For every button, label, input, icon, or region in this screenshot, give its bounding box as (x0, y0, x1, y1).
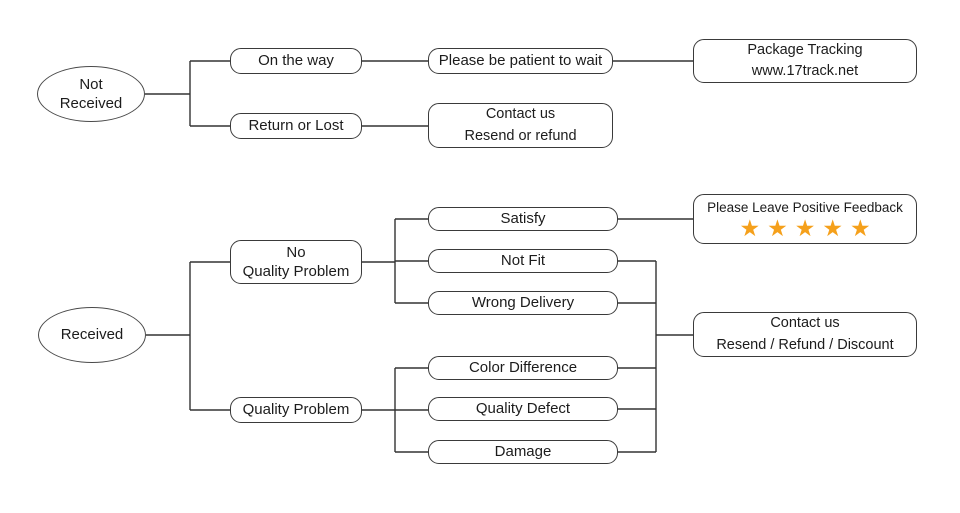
node-package-tracking: Package Tracking www.17track.net (693, 39, 917, 83)
star-rating: ★★★★★ (732, 214, 878, 241)
star-icon: ★ (739, 214, 768, 241)
node-return-or-lost-label: Return or Lost (248, 117, 344, 135)
node-contact-resend-refund-discount-label: Contact us Resend / Refund / Discount (716, 315, 894, 353)
node-damage-label: Damage (494, 443, 552, 461)
node-be-patient-label: Please be patient to wait (438, 52, 603, 70)
node-positive-feedback: Please Leave Positive Feedback ★★★★★ (693, 194, 917, 244)
node-received: Received (38, 307, 146, 363)
node-package-tracking-label: Package Tracking www.17track.net (747, 41, 863, 79)
node-damage: Damage (428, 440, 618, 464)
node-no-quality-problem: No Quality Problem (230, 240, 362, 284)
node-be-patient: Please be patient to wait (428, 48, 613, 74)
node-not-received-label: Not Received (59, 75, 123, 113)
node-satisfy-label: Satisfy (500, 210, 546, 228)
node-quality-defect-label: Quality Defect (475, 400, 571, 418)
node-contact-resend-refund: Contact us Resend or refund (428, 103, 613, 148)
node-return-or-lost: Return or Lost (230, 113, 362, 139)
node-wrong-delivery-label: Wrong Delivery (471, 294, 575, 312)
node-positive-feedback-label: Please Leave Positive Feedback (707, 200, 903, 216)
node-on-the-way: On the way (230, 48, 362, 74)
node-color-difference: Color Difference (428, 356, 618, 380)
node-contact-resend-refund-discount: Contact us Resend / Refund / Discount (693, 312, 917, 357)
node-not-fit: Not Fit (428, 249, 618, 273)
node-quality-problem-label: Quality Problem (242, 401, 350, 419)
node-satisfy: Satisfy (428, 207, 618, 231)
star-icon: ★ (794, 214, 823, 241)
node-not-received: Not Received (37, 66, 145, 122)
star-icon: ★ (849, 214, 878, 241)
node-quality-problem: Quality Problem (230, 397, 362, 423)
star-icon: ★ (822, 214, 850, 241)
node-color-difference-label: Color Difference (468, 359, 578, 377)
node-no-quality-problem-label: No Quality Problem (242, 243, 350, 281)
node-not-fit-label: Not Fit (500, 252, 546, 270)
node-received-label: Received (60, 326, 124, 344)
node-on-the-way-label: On the way (258, 52, 334, 70)
node-quality-defect: Quality Defect (428, 397, 618, 421)
node-wrong-delivery: Wrong Delivery (428, 291, 618, 315)
star-icon: ★ (767, 214, 795, 241)
node-contact-resend-refund-label: Contact us Resend or refund (464, 106, 577, 144)
